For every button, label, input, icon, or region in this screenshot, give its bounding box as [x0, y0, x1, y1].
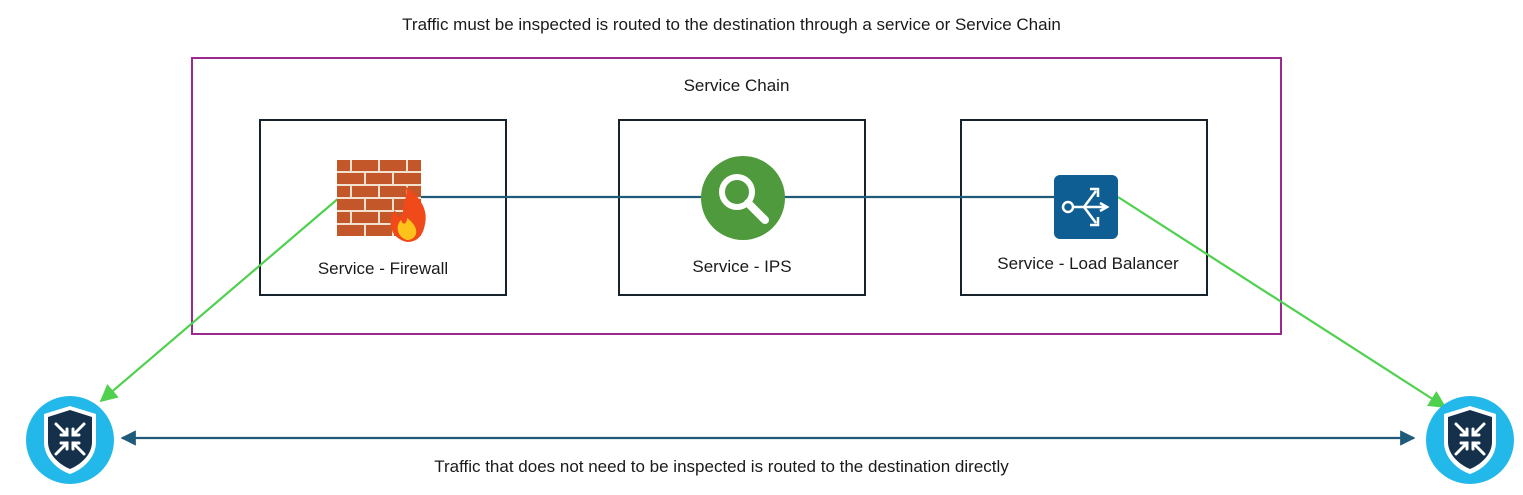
firewall-icon	[337, 160, 426, 242]
top-caption: Traffic must be inspected is routed to t…	[402, 15, 1061, 34]
router-shield-icon-right	[1426, 396, 1514, 484]
router-shield-icon-left	[26, 396, 114, 484]
service-label-load-balancer: Service - Load Balancer	[997, 254, 1179, 273]
service-chain-box	[191, 57, 1282, 335]
service-label-firewall: Service - Firewall	[317, 259, 449, 278]
magnifier-icon	[701, 156, 785, 240]
redirect-arrow-left	[99, 196, 341, 403]
bottom-caption: Traffic that does not need to be inspect…	[434, 457, 1009, 476]
service-label-ips: Service - IPS	[692, 257, 792, 276]
service-chain-title: Service Chain	[683, 76, 790, 95]
service-box-ips	[618, 119, 866, 296]
service-box-firewall	[259, 119, 507, 296]
redirect-arrow-right	[1117, 196, 1447, 408]
service-box-load-balancer	[960, 119, 1208, 296]
load-balancer-icon	[1054, 175, 1118, 239]
